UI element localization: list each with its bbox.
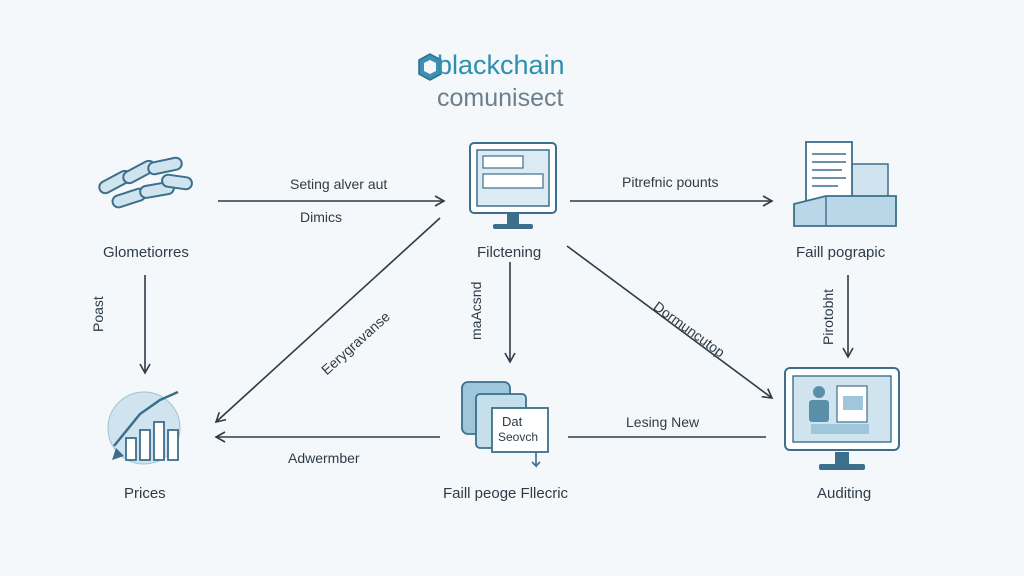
edge-label-tl-bl: Poast <box>90 296 106 332</box>
svg-text:Dat: Dat <box>502 414 523 429</box>
node-label-top-right: Faill pograpic <box>796 244 886 261</box>
monitor-people-icon <box>784 367 900 470</box>
edge-label-tc-tr: Pitrefnic pounts <box>622 174 719 190</box>
edge-label-tl-tc-bottom: Dimics <box>300 209 342 225</box>
edge-label-tc-bc: maAcsnd <box>468 281 484 340</box>
edge-label-tr-br: Pirotobht <box>820 288 836 345</box>
edge-tc-br <box>566 245 774 399</box>
node-label-bottom-right: Auditing <box>817 485 872 502</box>
diagram-title: blackchain <box>437 50 565 80</box>
node-label-bottom-left: Prices <box>124 485 166 502</box>
edge-tc-bl <box>214 217 441 424</box>
blockchain-logo-icon <box>418 53 442 81</box>
chart-circle-icon <box>107 390 181 465</box>
stacked-files-icon: Dat Seovch <box>461 381 549 468</box>
documents-icon <box>793 141 897 227</box>
edge-label-tl-tc-top: Seting alver aut <box>290 176 388 192</box>
edge-label-bc-bl: Adwermber <box>288 450 360 466</box>
monitor-icon <box>469 142 557 229</box>
node-label-bottom-center: Faill peoge Fllecric <box>443 485 569 502</box>
chain-links-icon <box>98 156 193 209</box>
diagram-subtitle: comunisect <box>437 84 564 112</box>
node-label-top-left: Glometiorres <box>103 244 189 261</box>
edge-label-br-bc: Lesing New <box>626 414 700 430</box>
svg-text:Seovch: Seovch <box>498 430 538 444</box>
node-label-top-center: Filctening <box>477 244 542 261</box>
